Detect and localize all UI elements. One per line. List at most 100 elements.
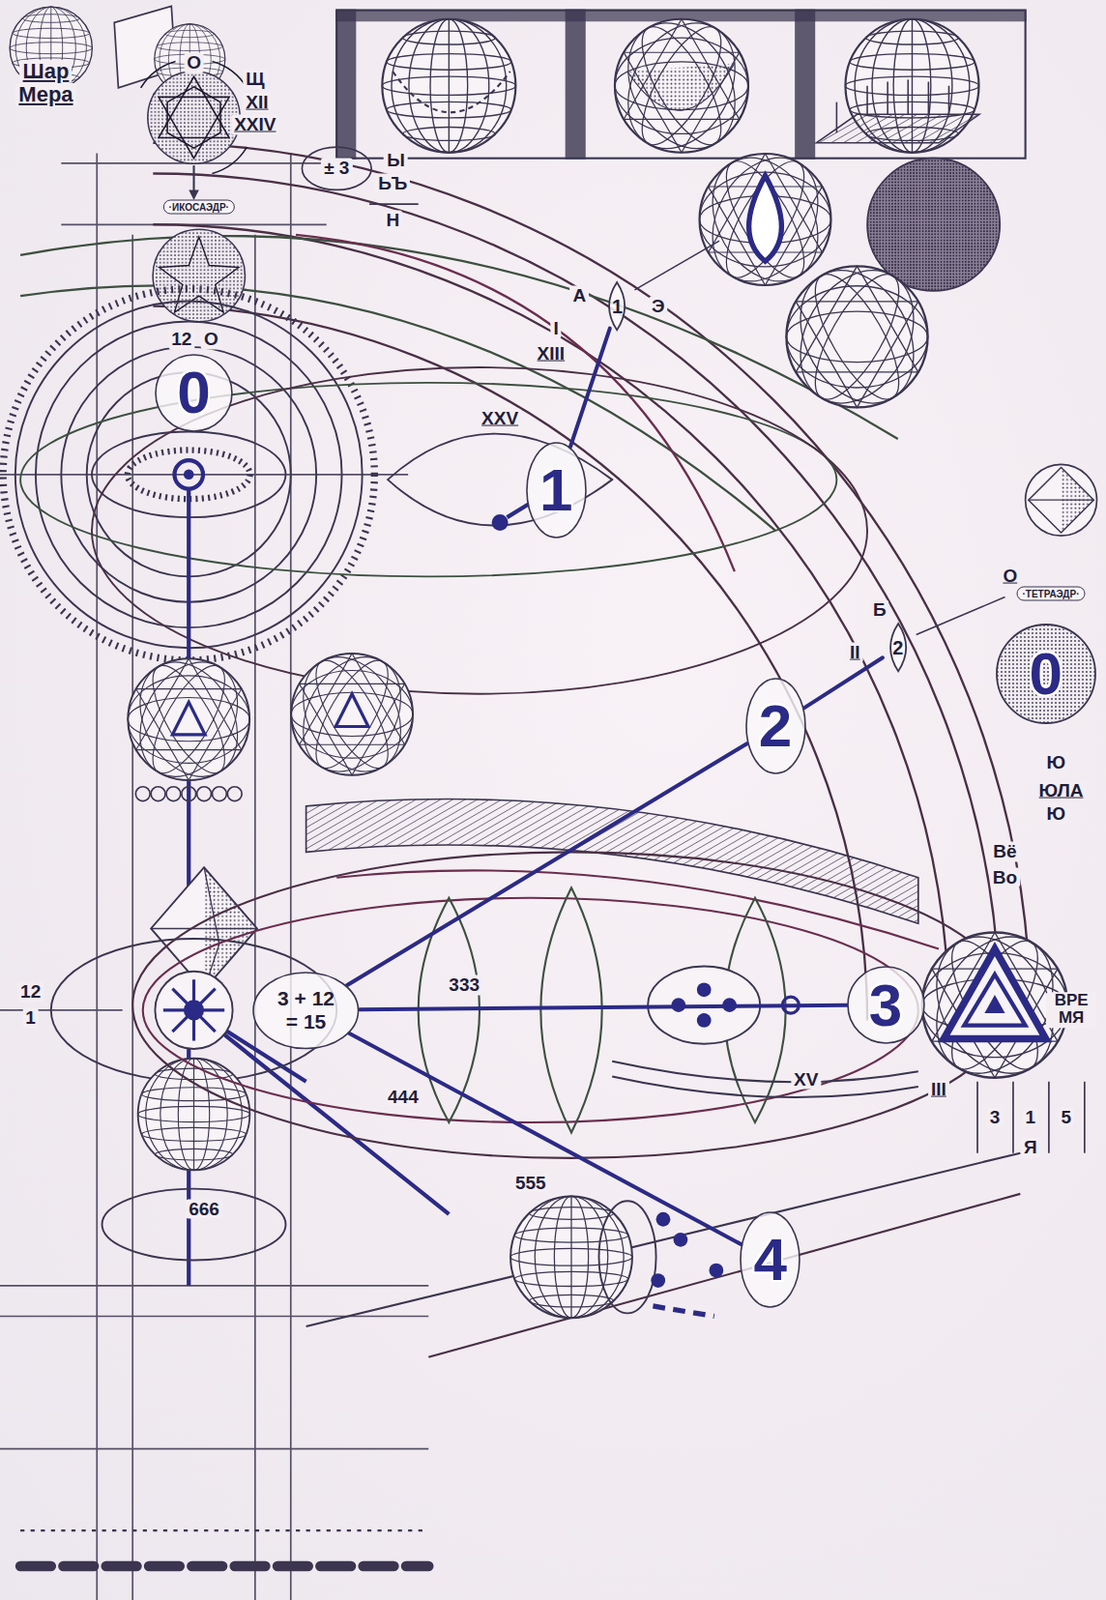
right-spheres [749,175,783,262]
geodesic-pair [197,786,212,802]
frame-lines [290,152,292,1600]
symbol-node: 2 [745,677,807,775]
octahedron [203,867,220,944]
framed-panels [928,82,931,116]
node-text: 2 [758,696,792,757]
icosahedron-sphere [188,189,200,201]
icosahedron-sphere [158,76,230,138]
bottom-figure [650,1273,666,1288]
four-dot-figure [697,982,712,997]
node-text: 1 [611,296,623,317]
node-text: 0 [176,362,210,423]
node-text: 0 [1028,643,1062,704]
frame-lines [0,1009,123,1012]
framed-panels [566,10,585,159]
right-spheres [1028,499,1095,501]
hub [20,1561,429,1572]
sign-label: XIII [534,344,569,365]
sign-label: Ы [383,149,408,171]
frame-lines [0,152,429,1600]
bottom-figure [673,1232,689,1248]
sign-label: ЬЪ [375,174,410,195]
sign-label: Э [648,295,669,317]
bottom-figure [708,1263,724,1279]
sign-label: ·ТЕТРАЭДР· [1017,586,1086,602]
framed-panels [866,86,869,116]
blue-axis [507,503,529,518]
right-spheres [691,139,840,301]
sign-label: 5 [1058,1106,1076,1128]
node-text: 3 [869,975,903,1036]
connector-group [347,328,883,1246]
sign-label: ·ИКОСАЭДР· [163,200,235,215]
framed-panels [948,86,951,116]
great-arcs [152,306,868,1021]
frame-lines [0,1315,429,1318]
sign-label: 3 [987,1106,1004,1128]
icosahedron-sphere [147,71,240,164]
icosahedron-sphere [158,96,230,158]
bottom-figure [656,1212,671,1227]
geodesic-pair [135,786,150,802]
ellipse-outline [746,678,806,774]
sign-label: О [183,53,204,74]
sphere-outline [996,624,1096,724]
sign-label: О [201,329,222,350]
framed-panels [392,71,510,113]
field-ellipses [306,1153,1021,1327]
sign-label: I [551,318,562,339]
hatched-band [306,799,939,950]
framed-panels [795,10,815,159]
frame-lines [0,1448,429,1451]
triangle-sphere [943,949,1047,1040]
node-text: 1 [539,460,573,521]
hub [163,979,225,1041]
geodesic-pair [166,786,181,802]
icosahedron-sphere [141,60,248,321]
sign-label: Н [382,210,403,232]
geodesic-pair [283,640,420,789]
sign-label: 1 [1022,1106,1040,1128]
symbol-node: 2 [881,622,915,672]
sign-label: Б [870,600,890,621]
symbol-node: 1 [525,441,587,539]
geodesic-pair [135,786,242,802]
icosahedron-sphere [167,87,221,148]
framed-panels [336,10,355,159]
sign-label: ВРЕ МЯ [1046,991,1097,1028]
sign-label: 555 [512,1173,550,1194]
bottom-figure [510,1195,724,1318]
framed-panels [606,3,757,168]
concentric-circles [174,460,204,490]
right-spheres [634,240,720,291]
sign-label: 12 [168,329,195,350]
hub [183,999,204,1020]
field-ellipses [540,887,602,1133]
hub [172,989,215,1032]
sign-label: 444 [384,1086,422,1107]
sign-label: XII [242,91,271,113]
sign-label: XXV [478,407,522,429]
sign-label: 1 [22,1008,39,1029]
framed-panels [627,63,735,112]
framed-panels [906,79,909,115]
field-ellipses [428,1193,1020,1358]
ellipse-outline [740,1212,800,1308]
icosahedron-sphere [212,146,248,174]
sign-label: Щ [242,69,267,90]
sign-label: III [928,1079,950,1101]
geodesic-pair [120,644,258,794]
lens-outline [890,623,906,671]
framed-panels [381,19,516,153]
frame-lines [0,1284,429,1287]
sign-label: XV [790,1069,821,1090]
sign-label: О [999,566,1020,587]
icosahedron-sphere [192,165,195,195]
hub [138,1058,251,1171]
sign-label: Я [1020,1137,1041,1159]
icosahedron-sphere [152,229,245,321]
lens-outline [609,282,625,330]
